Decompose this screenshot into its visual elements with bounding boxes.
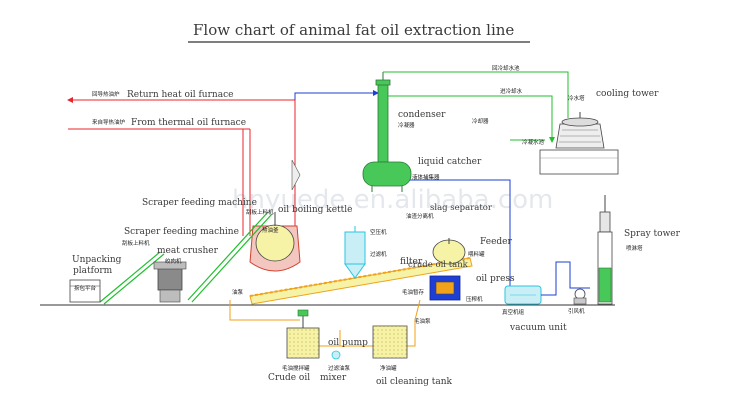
- liquid-catcher-cn: 液体捕集器: [412, 173, 440, 181]
- press-cn: 压榨机: [466, 295, 483, 303]
- cooling-tower-icon: [539, 112, 619, 175]
- mixer-label-1: Crude oil: [268, 373, 310, 383]
- filter-pump-cn: 过滤油泵: [328, 364, 351, 372]
- scraper-1-cn: 刮板上料机: [246, 208, 274, 216]
- platform-icon: [69, 279, 101, 303]
- slag-separator-cn: 油渣分离机: [406, 212, 434, 220]
- mixer-icon: [286, 309, 320, 359]
- cold-in-cn: 进冷却水: [500, 87, 523, 95]
- page-title: Flow chart of animal fat oil extraction …: [193, 21, 514, 39]
- fan-icon: [573, 288, 587, 305]
- clean-tank-icon: [372, 325, 408, 359]
- filter-label: filter: [400, 257, 423, 267]
- pump-b-cn: 毛油泵: [414, 317, 431, 325]
- cold-out-cn: 回冷却水池: [492, 64, 520, 72]
- pump-icon: [331, 350, 341, 360]
- condenser-icon: [375, 72, 391, 163]
- fan-cn: 引风机: [568, 307, 585, 315]
- exhaust-line: [541, 261, 590, 296]
- clean-tank-label: oil cleaning tank: [376, 377, 453, 387]
- crusher-cn: 绞肉机: [165, 257, 182, 265]
- mixer-label-2: mixer: [320, 373, 347, 383]
- from-thermal-cn: 来自导热油炉: [92, 118, 126, 126]
- scraper-feeder-1: [187, 211, 273, 303]
- liquid-catcher-icon: [362, 161, 412, 192]
- kettle-cn: 熬油釜: [262, 226, 279, 234]
- vacuum-cn: 真空机组: [502, 308, 525, 316]
- condensed-water-cn: 冷凝水池: [522, 138, 545, 146]
- vacuum-unit-icon: [504, 285, 542, 305]
- kettle-icon: [249, 159, 301, 272]
- mixer-cn: 毛油搅拌罐: [282, 364, 310, 372]
- condenser-cn: 冷凝器: [398, 121, 415, 129]
- spray-cn: 喷淋塔: [626, 244, 643, 252]
- condenser-label: condenser: [398, 110, 446, 120]
- filter-icon: [344, 226, 366, 279]
- cooler-cn: 冷却器: [472, 117, 489, 125]
- watermark: hnyuede.en.alibaba.com: [232, 185, 553, 215]
- kettle-label: oil boiling kettle: [278, 205, 353, 215]
- cooling-pool-cn: 冷水塔: [568, 94, 585, 102]
- spray-tower-icon: [597, 195, 613, 305]
- pump-a-cn: 油泵: [232, 288, 244, 296]
- scraper-1-label: Scraper feeding machine: [142, 198, 257, 208]
- return-heat-cn: 回导热油炉: [92, 90, 120, 98]
- vacuum-unit-label: vacuum unit: [509, 323, 567, 333]
- feeder-cn: 喂料罐: [468, 250, 485, 258]
- compressor-cn: 空压机: [370, 228, 387, 236]
- oil-press-label: oil press: [476, 274, 515, 284]
- crude-tank-cn: 毛油暂存: [402, 288, 425, 296]
- platform-label-2: platform: [73, 266, 113, 276]
- clean-tank-cn: 净油罐: [380, 364, 397, 372]
- crude-tank-label: crude oil tank: [408, 260, 469, 270]
- return-heat-label: Return heat oil furnace: [127, 90, 233, 100]
- slag-separator-label: slag separator: [430, 203, 493, 213]
- scraper-2-label: Scraper feeding machine: [124, 227, 239, 237]
- slag-conveyor: [249, 257, 473, 305]
- crusher-label: meat crusher: [157, 246, 219, 256]
- filter-cn: 过滤机: [370, 250, 387, 258]
- feeder-icon: [432, 238, 466, 265]
- spray-tower-label: Spray tower: [624, 229, 681, 239]
- cooling-tower-label: cooling tower: [596, 89, 659, 99]
- platform-cn: 拆包平台: [74, 284, 97, 292]
- feeder-label: Feeder: [480, 237, 512, 247]
- press-icon: [429, 275, 461, 301]
- cooling-water-lines: [383, 71, 569, 143]
- liquid-catcher-label: liquid catcher: [418, 157, 482, 167]
- platform-label-1: Unpacking: [72, 255, 122, 265]
- crusher-icon: [153, 261, 187, 303]
- oil-pump-label: oil pump: [328, 338, 368, 348]
- scraper-2-cn: 刮板上料机: [122, 239, 150, 247]
- from-thermal-label: From thermal oil furnace: [131, 118, 246, 128]
